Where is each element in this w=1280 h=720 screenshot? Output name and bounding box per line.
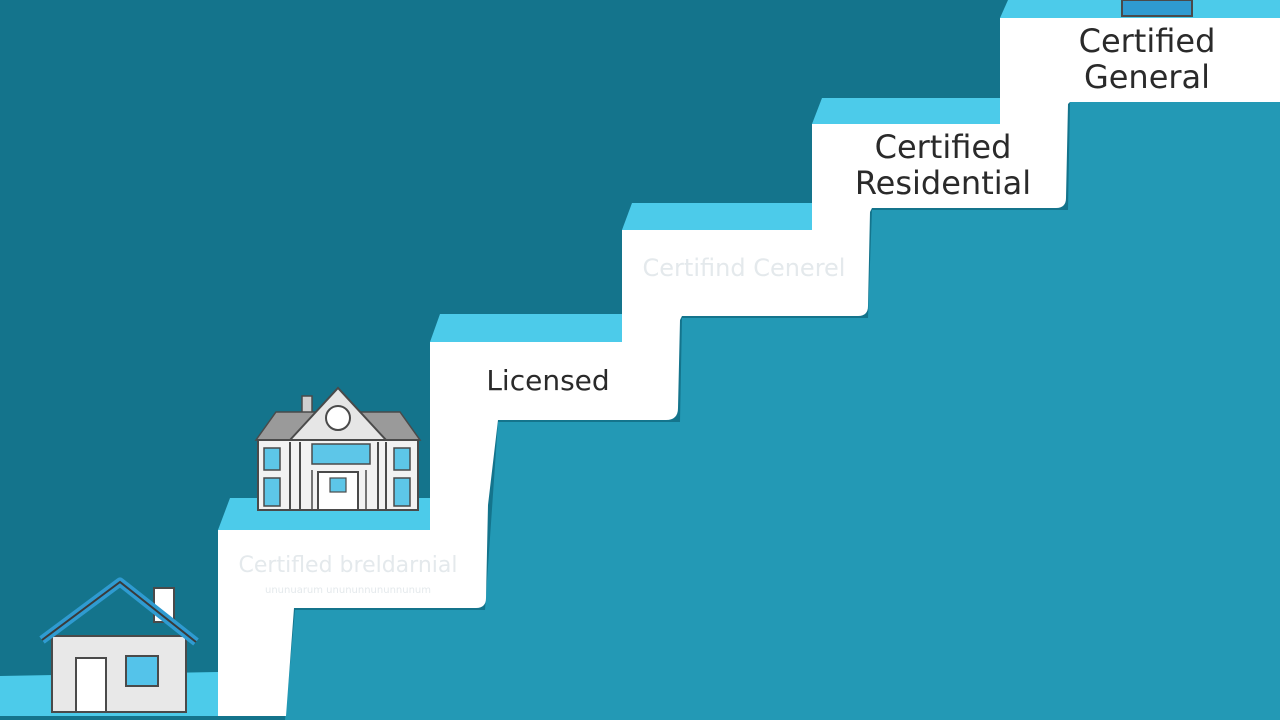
- step-3-label-line: Certifind Cenerel: [643, 254, 846, 282]
- step-4-label-line: Certified: [875, 128, 1012, 166]
- step-5-label-line: General: [1084, 58, 1210, 96]
- step-2-label-line: Licensed: [486, 364, 609, 397]
- step-3-face: [622, 212, 870, 320]
- step-1-label-line: Certifled breldarnial: [239, 553, 458, 578]
- step-4-face: [812, 104, 1068, 212]
- building-icon: [1121, 0, 1193, 17]
- step-2-label: Licensed: [486, 364, 609, 397]
- step-1-face: [218, 505, 488, 716]
- step-1-label: Certifled breldarnial: [239, 553, 458, 578]
- step-4-label-line: Residential: [855, 164, 1031, 202]
- step-3-label: Certifind Cenerel: [643, 254, 846, 282]
- step-5-label-line: Certified: [1079, 22, 1216, 60]
- house-icon: [39, 577, 199, 713]
- step-1-caption: ununuarum unununnununnunum: [265, 585, 431, 596]
- step-2-face: [430, 320, 680, 505]
- step-2-top-edge: [430, 314, 622, 342]
- step-4-top-edge: [812, 98, 1000, 124]
- step-faces: [218, 18, 1280, 716]
- stair-mass: [285, 102, 1280, 720]
- step-3-top-edge: [622, 203, 812, 230]
- mansion-icon: [254, 386, 422, 511]
- step-5-face: [1000, 18, 1280, 104]
